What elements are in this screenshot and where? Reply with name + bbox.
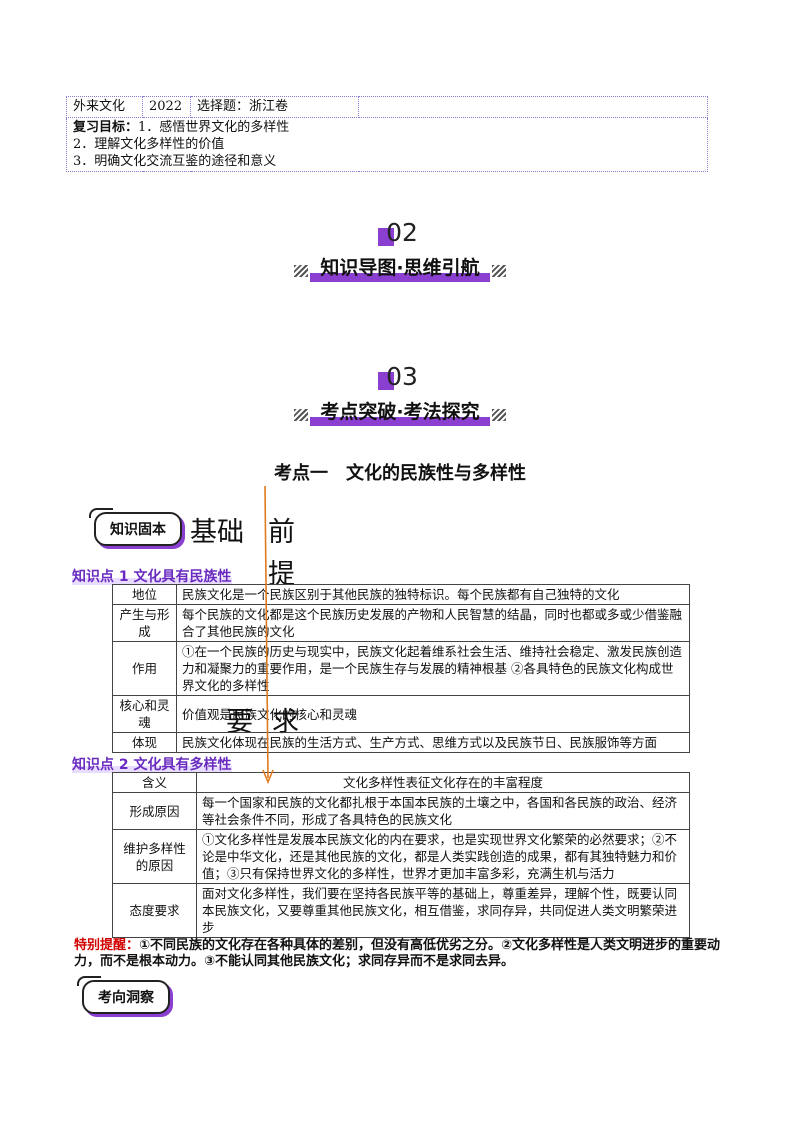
kp1-label-origin: 产生与形成 (112, 604, 177, 642)
header-cell-year: 2022 (142, 96, 191, 118)
hatch-right-decoration (491, 264, 506, 277)
handwriting-jichu: 基础 (190, 517, 244, 548)
table-row: 地位 民族文化是一个民族区别于其他民族的独特标识。每个民族都有自己独特的文化 (112, 584, 690, 605)
table-row: 作用 ①在一个民族的历史与现实中，民族文化起着维系社会生活、维持社会稳定、激发民… (112, 641, 690, 696)
header-cell-type: 选择题：浙江卷 (190, 96, 359, 118)
table-row: 形成原因 每一个国家和民族的文化都扎根于本国本民族的土壤之中，各国和各民族的政治… (112, 792, 690, 830)
goal-2: 2．理解文化多样性的价值 (73, 137, 225, 152)
goal-1: 1．感悟世界文化的多样性 (138, 120, 290, 135)
kp1-text-origin: 每个民族的文化都是这个民族历史发展的产物和人民智慧的结晶，同时也都或多或少借鉴融… (176, 604, 690, 642)
header-cell-topic: 外来文化 (66, 96, 143, 118)
kp1-label-status: 地位 (112, 584, 177, 605)
hatch-left-decoration (294, 264, 309, 277)
goal-label: 复习目标： (73, 120, 139, 135)
annotation-arrow (262, 485, 274, 785)
arrow-head (262, 769, 274, 785)
section-03-title: 考点突破·考法探究 (310, 397, 490, 426)
section-02-title: 知识导图·思维引航 (310, 253, 490, 282)
header-table: 外来文化 2022 选择题：浙江卷 复习目标：1．感悟世界文化的多样性 2．理解… (66, 96, 708, 172)
section-03-number: 03 (378, 362, 418, 391)
kp1-text-function: ①在一个民族的历史与现实中，民族文化起着维系社会生活、维持社会稳定、激发民族创造… (176, 641, 690, 696)
special-reminder: 特别提醒：①不同民族的文化存在各种具体的差别，但没有高低优劣之分。②文化多样性是… (74, 938, 734, 970)
kp2-text-attitude: 面对文化多样性，我们要在坚持各民族平等的基础上，尊重差异，理解个性，既要认同本民… (196, 883, 690, 938)
tag-knowledge-basics: 知识固本 (89, 508, 182, 546)
kp1-label-core: 核心和灵魂 (112, 695, 177, 733)
table-row: 维护多样性的原因 ①文化多样性是发展本民族文化的内在要求，也是实现世界文化繁荣的… (112, 829, 690, 884)
kaodian-title: 考点一 文化的民族性与多样性 (274, 463, 526, 484)
kp1-text-embody: 民族文化体现在民族的生活方式、生产方式、思维方式以及民族节日、民族服饰等方面 (176, 732, 690, 753)
section-02-number: 02 (378, 218, 418, 247)
section-03-banner: 03 考点突破·考法探究 (0, 362, 800, 426)
review-goals: 复习目标：1．感悟世界文化的多样性 2．理解文化多样性的价值 3．明确文化交流互… (66, 117, 708, 172)
tag-exam-direction: 考向洞察 (77, 976, 170, 1014)
table-row: 体现 民族文化体现在民族的生活方式、生产方式、思维方式以及民族节日、民族服饰等方… (112, 732, 690, 753)
header-cell-empty (358, 96, 708, 118)
section-02-banner: 02 知识导图·思维引航 (0, 218, 800, 282)
kp2-text-cause: 每一个国家和民族的文化都扎根于本国本民族的土壤之中，各国和各民族的政治、经济等社… (196, 792, 690, 830)
kp2-label-attitude: 态度要求 (112, 883, 197, 938)
reminder-text: ①不同民族的文化存在各种具体的差别，但没有高低优劣之分。②文化多样性是人类文明进… (74, 938, 721, 969)
table-row: 产生与形成 每个民族的文化都是这个民族历史发展的产物和人民智慧的结晶，同时也都或… (112, 604, 690, 642)
kp1-text-core: 价值观是民族文化的核心和灵魂 (176, 695, 690, 733)
table-row: 态度要求 面对文化多样性，我们要在坚持各民族平等的基础上，尊重差异，理解个性，既… (112, 883, 690, 938)
reminder-label: 特别提醒： (74, 938, 140, 953)
kp2-label-cause: 形成原因 (112, 792, 197, 830)
kp2-label-meaning: 含义 (112, 772, 197, 793)
kp1-title: 知识点 1 文化具有民族性 (72, 569, 232, 585)
handwriting-qian: 前 (268, 517, 295, 548)
kp1-text-status: 民族文化是一个民族区别于其他民族的独特标识。每个民族都有自己独特的文化 (176, 584, 690, 605)
arrow-shaft (264, 485, 269, 779)
hatch-right-decoration (491, 408, 506, 421)
kp1-table: 地位 民族文化是一个民族区别于其他民族的独特标识。每个民族都有自己独特的文化 产… (112, 584, 690, 753)
kp2-text-maintain: ①文化多样性是发展本民族文化的内在要求，也是实现世界文化繁荣的必然要求；②不论是… (196, 829, 690, 884)
kp2-table: 含义 文化多样性表征文化存在的丰富程度 形成原因 每一个国家和民族的文化都扎根于… (112, 772, 690, 938)
kp2-title: 知识点 2 文化具有多样性 (72, 757, 232, 773)
table-row: 核心和灵魂 价值观是民族文化的核心和灵魂 (112, 695, 690, 733)
kp1-label-function: 作用 (112, 641, 177, 696)
table-row: 含义 文化多样性表征文化存在的丰富程度 (112, 772, 690, 793)
kp2-label-maintain: 维护多样性的原因 (112, 829, 197, 884)
kp1-label-embody: 体现 (112, 732, 177, 753)
hatch-left-decoration (294, 408, 309, 421)
goal-3: 3．明确文化交流互鉴的途径和意义 (73, 154, 277, 169)
